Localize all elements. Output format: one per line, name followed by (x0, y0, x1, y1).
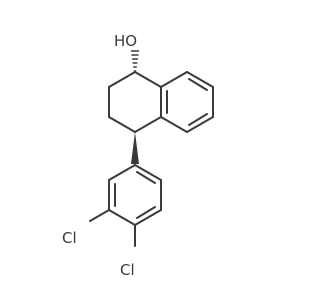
bold-wedge-bond (131, 132, 139, 164)
bond (108, 71, 136, 88)
molecule-structure: HO Cl Cl (62, 32, 214, 279)
bond (160, 116, 188, 133)
bond (134, 164, 162, 181)
bond (108, 116, 136, 133)
bond (134, 116, 162, 133)
bond (134, 209, 162, 226)
bond (160, 71, 188, 88)
structure-canvas: HO Cl Cl (62, 32, 214, 279)
bond (186, 71, 214, 88)
bond-to-cl1 (89, 209, 110, 222)
bond (108, 209, 136, 226)
bond (108, 164, 136, 181)
chlorine-label-2: Cl (120, 261, 135, 279)
tetralin-saturated-ring (108, 71, 162, 133)
hydroxyl-label: HO (114, 32, 137, 50)
dichlorophenyl-ring (108, 164, 162, 226)
bond (134, 71, 162, 88)
double-bond (136, 171, 156, 184)
double-bond (136, 206, 156, 219)
naphthalene-aromatic-ring (160, 71, 214, 133)
chlorine-label-1: Cl (62, 229, 77, 247)
double-bond (188, 78, 208, 91)
hashed-wedge-bond (130, 50, 140, 72)
bond (186, 116, 214, 133)
double-bond (188, 113, 208, 126)
